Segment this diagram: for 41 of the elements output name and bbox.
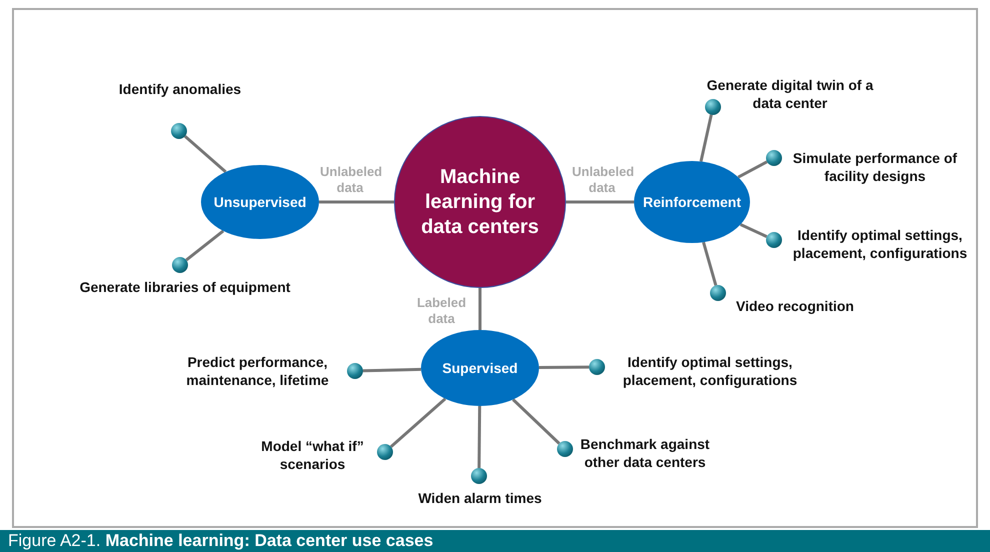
bullet-dot [766,150,782,166]
use-case-label: Generate digital twin of a data center [706,76,874,112]
use-case-label: Simulate performance of facility designs [792,149,958,185]
use-case-label: Generate libraries of equipment [78,278,292,296]
bullet-dot [710,285,726,301]
use-case-label: Identify anomalies [118,80,242,98]
bullet-dot [705,99,721,115]
connector-line [319,200,394,204]
bullet-dot [347,363,363,379]
connector-line [184,135,227,174]
figure-caption: Figure A2-1. Machine learning: Data center use cases [0,530,990,552]
connector-line [390,398,446,448]
connector-line [740,223,768,238]
use-case-label: Identify optimal settings, placement, configurations [622,353,798,389]
topic-circle: Machine learning for data centers [394,116,566,288]
bullet-dot [766,232,782,248]
connector-line [478,406,482,468]
use-case-label: Model “what if” scenarios [260,437,365,473]
connector-line [362,368,422,372]
bullet-dot [172,257,188,273]
bullet-dot [589,359,605,375]
use-case-label: Widen alarm times [417,489,543,507]
connector-line [185,230,224,262]
category-ellipse: Supervised [421,330,539,406]
bullet-dot [171,123,187,139]
connector-line [538,366,590,369]
use-case-label: Benchmark against other data centers [579,435,711,471]
category-ellipse: Unsupervised [201,165,319,239]
connector-line [702,242,718,286]
connector-line [478,288,482,330]
bullet-dot [377,444,393,460]
use-case-label: Predict performance, maintenance, lifetime [185,353,330,389]
bullet-dot [557,441,573,457]
connector-line [566,200,634,204]
category-ellipse: Reinforcement [634,161,750,243]
connector-line [512,398,560,445]
use-case-label: Identify optimal settings, placement, configurations [792,226,968,262]
use-case-label: Video recognition [735,297,855,315]
bullet-dot [471,468,487,484]
connector-line [738,160,768,179]
connector-line [700,114,713,162]
